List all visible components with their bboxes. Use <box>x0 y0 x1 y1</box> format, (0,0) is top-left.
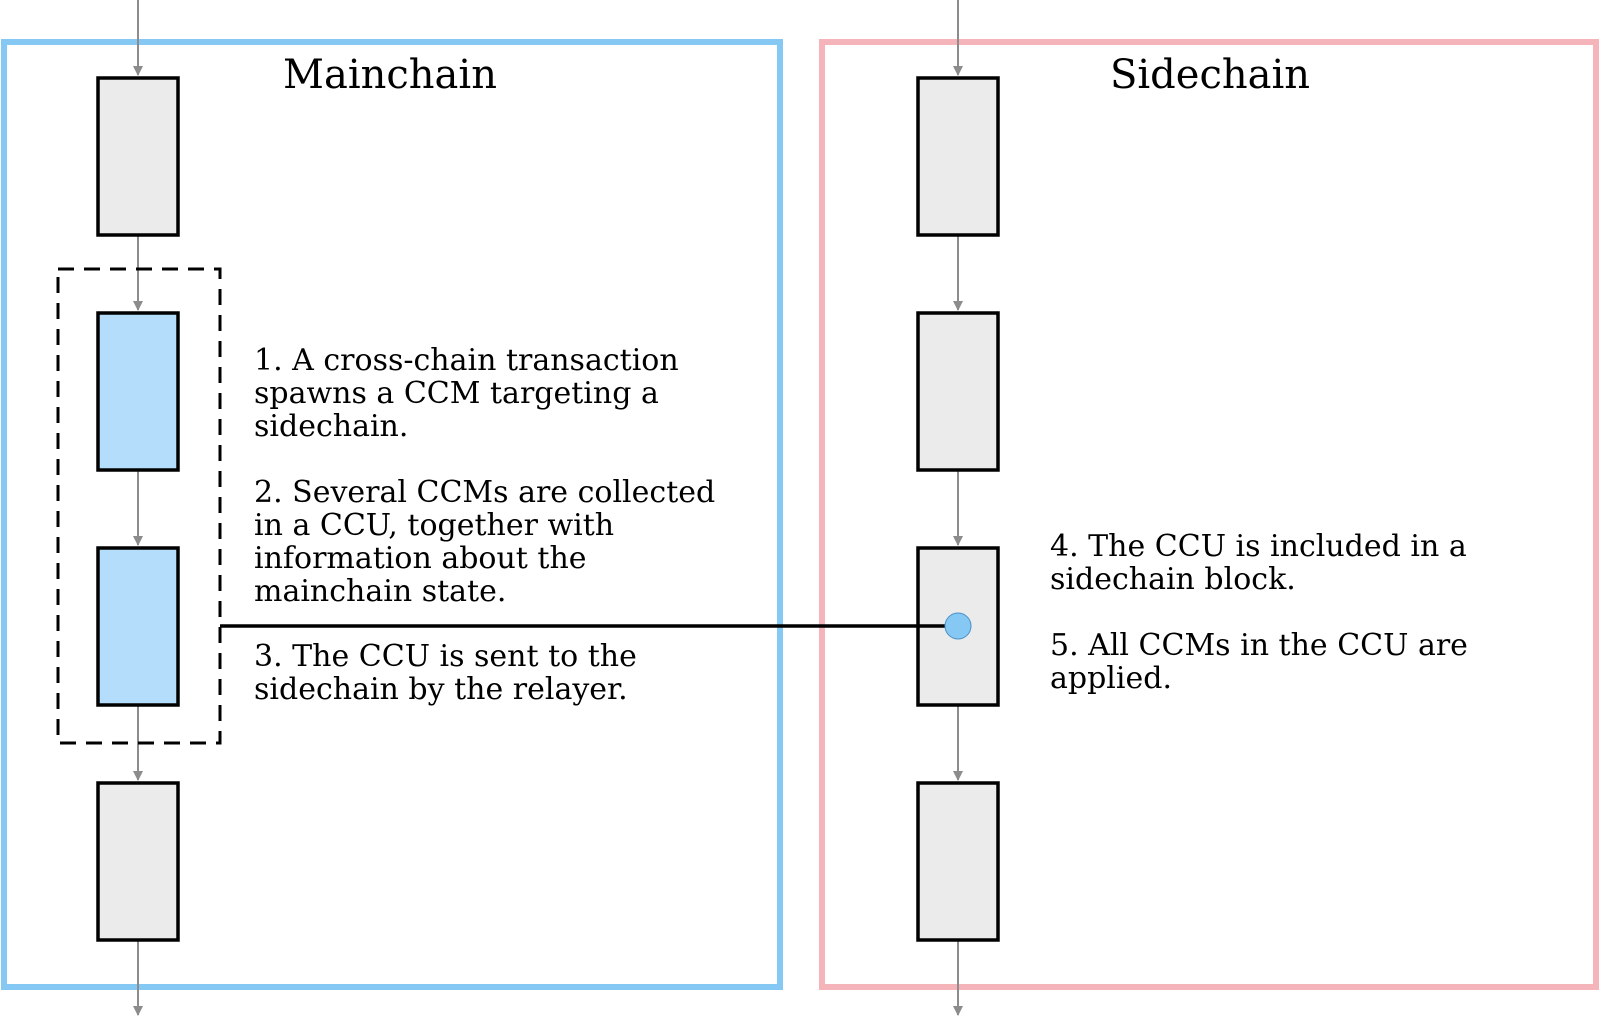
step-2-text-line-3: information about the <box>254 541 587 576</box>
sidechain-block-4 <box>916 781 1000 942</box>
mainchain-title: Mainchain <box>283 52 497 98</box>
step-4-text-line-2: sidechain block. <box>1050 562 1296 597</box>
step-5-text-line-2: applied. <box>1050 661 1172 696</box>
mainchain-block-4 <box>96 781 180 942</box>
step-5-text-line-1: 5. All CCMs in the CCU are <box>1050 628 1468 663</box>
sidechain-title: Sidechain <box>1110 52 1310 98</box>
step-1-text-line-1: 1. A cross-chain transaction <box>254 343 679 378</box>
step-4-text-line-1: 4. The CCU is included in a <box>1050 529 1467 564</box>
mainchain-block-1 <box>96 76 180 237</box>
sidechain-block-2 <box>916 311 1000 472</box>
step-2-text-line-2: in a CCU, together with <box>254 508 614 543</box>
sidechain-block-1 <box>916 76 1000 237</box>
ccu-included-dot <box>944 612 972 640</box>
step-2-text-line-4: mainchain state. <box>254 574 506 609</box>
sidechain-panel <box>819 39 1599 990</box>
step-3-text-line-1: 3. The CCU is sent to the <box>254 639 637 674</box>
mainchain-panel <box>1 39 783 990</box>
step-3-text-line-2: sidechain by the relayer. <box>254 672 628 707</box>
step-1-text-line-3: sidechain. <box>254 409 408 444</box>
step-2-text-line-1: 2. Several CCMs are collected <box>254 475 715 510</box>
step-1-text-line-2: spawns a CCM targeting a <box>254 376 659 411</box>
mainchain-block-2 <box>96 311 180 472</box>
mainchain-block-3 <box>96 546 180 707</box>
ccu-group-outline <box>56 267 222 745</box>
